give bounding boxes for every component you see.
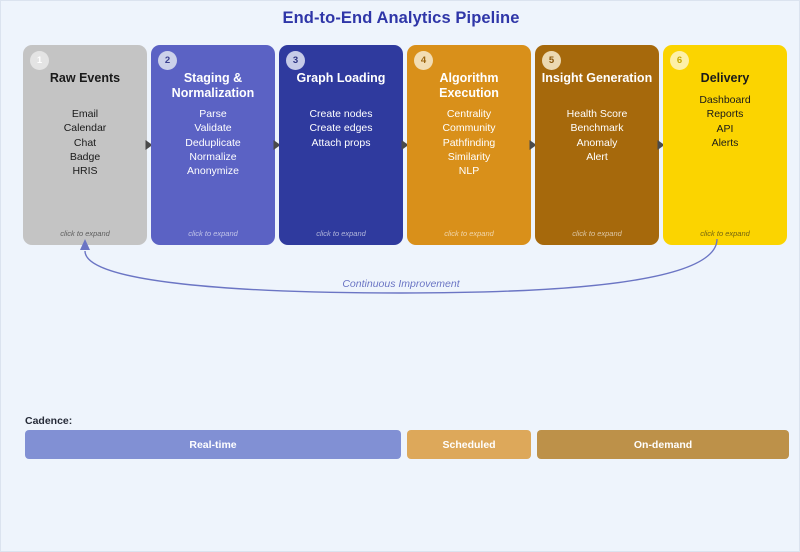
stage-item: Alert bbox=[586, 150, 608, 163]
stage-item: Pathfinding bbox=[442, 136, 496, 149]
stage-connector bbox=[657, 45, 665, 245]
stage-title: Raw Events bbox=[49, 71, 121, 85]
feedback-loop-arrow bbox=[80, 238, 718, 294]
stage-item: Benchmark bbox=[570, 122, 624, 135]
stage-item: Parse bbox=[199, 108, 227, 120]
stage-item: Create edges bbox=[309, 122, 373, 135]
stage-connector bbox=[145, 45, 153, 245]
stage-number-badge: 5 bbox=[542, 51, 561, 70]
stage-item: Health Score bbox=[566, 108, 628, 120]
stage-item: Email bbox=[71, 108, 99, 120]
stage-item: Anonymize bbox=[187, 165, 239, 178]
expand-hint[interactable]: click to expand bbox=[572, 229, 622, 238]
stage-title: Insight Generation bbox=[541, 71, 653, 85]
stage-number-badge: 3 bbox=[286, 51, 305, 70]
stage-connector bbox=[273, 45, 281, 245]
stage-item: HRIS bbox=[72, 165, 98, 178]
cadence-segment[interactable]: Real-time bbox=[25, 430, 401, 459]
stage-connector bbox=[401, 45, 409, 245]
cadence-label: Cadence: bbox=[25, 415, 73, 427]
arrow-right-icon bbox=[273, 140, 281, 150]
arrow-right-icon bbox=[657, 140, 665, 150]
arrow-right-icon bbox=[145, 140, 153, 150]
stage-item: NLP bbox=[458, 165, 480, 178]
stage-item: Anomaly bbox=[576, 136, 618, 149]
stage-title: Algorithm Execution bbox=[439, 71, 499, 100]
cadence-segment[interactable]: Scheduled bbox=[407, 430, 532, 459]
stage-item: API bbox=[716, 122, 734, 135]
expand-hint[interactable]: click to expand bbox=[444, 229, 494, 238]
stage-title: Staging & Normalization bbox=[171, 71, 255, 100]
expand-hint[interactable]: click to expand bbox=[700, 229, 750, 238]
cadence-segment[interactable]: On-demand bbox=[537, 430, 789, 459]
expand-hint[interactable]: click to expand bbox=[60, 229, 110, 238]
stage-item: Validate bbox=[194, 122, 232, 135]
stage-item: Badge bbox=[69, 150, 101, 163]
stage-connector bbox=[529, 45, 537, 245]
expand-hint[interactable]: click to expand bbox=[188, 229, 238, 238]
stage-item: Similarity bbox=[447, 150, 491, 163]
stage-item: Calendar bbox=[63, 122, 107, 135]
expand-hint[interactable]: click to expand bbox=[316, 229, 366, 238]
stage-item: Deduplicate bbox=[185, 136, 241, 149]
page-title: End-to-End Analytics Pipeline bbox=[282, 9, 520, 27]
stage-item: Chat bbox=[73, 136, 97, 149]
stage-title: Delivery bbox=[700, 71, 750, 85]
stage-item: Attach props bbox=[311, 136, 371, 149]
stage-item: Community bbox=[442, 122, 496, 135]
stage-number-badge: 1 bbox=[30, 51, 49, 70]
stage-item: Alerts bbox=[711, 136, 739, 149]
arrow-right-icon bbox=[401, 140, 409, 150]
stage-item: Centrality bbox=[446, 108, 492, 120]
stage-item: Reports bbox=[706, 108, 744, 121]
stage-number-badge: 2 bbox=[158, 51, 177, 70]
feedback-loop-label: Continuous Improvement bbox=[342, 278, 460, 290]
arrow-right-icon bbox=[529, 140, 537, 150]
stage-number-badge: 6 bbox=[670, 51, 689, 70]
stage-number-badge: 4 bbox=[414, 51, 433, 70]
stage-item: Create nodes bbox=[309, 108, 373, 120]
stage-item: Normalize bbox=[189, 150, 237, 163]
stage-item: Dashboard bbox=[699, 94, 751, 106]
stage-title: Graph Loading bbox=[296, 71, 386, 85]
